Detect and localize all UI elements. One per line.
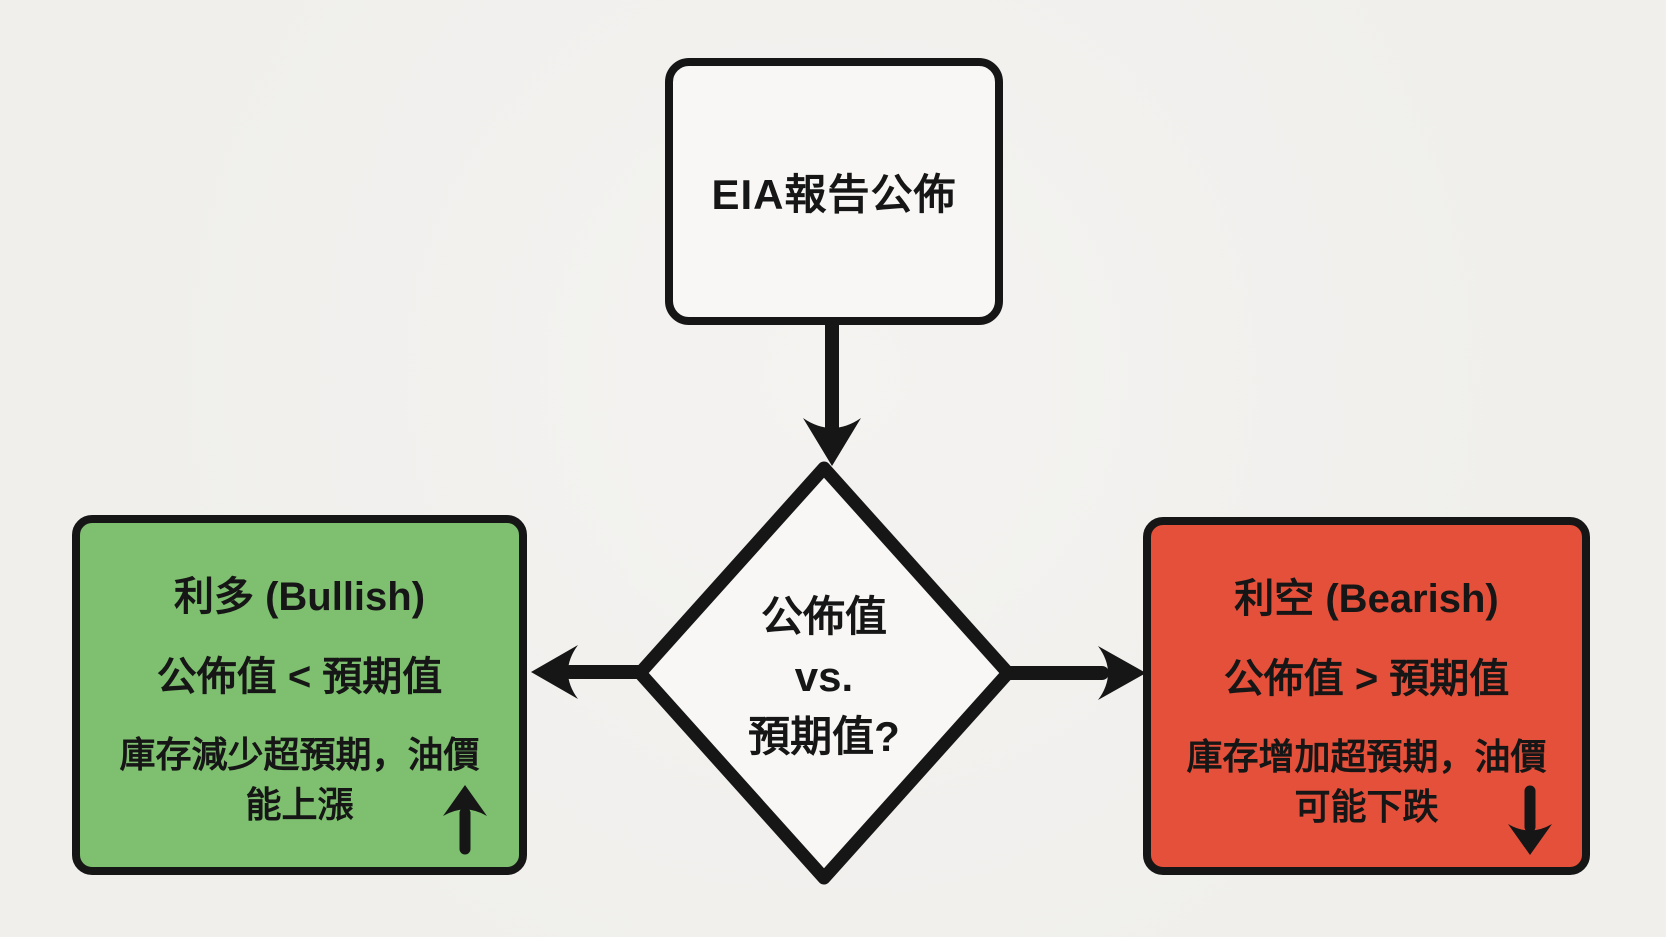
bullish-title: 利多 (Bullish): [173, 575, 426, 619]
bullish-condition: 公佈值 < 預期值: [156, 655, 443, 699]
left-arrow-connector: [531, 645, 649, 699]
bearish-description: 庫存增加超預期，油價 可能下跌: [1151, 732, 1582, 832]
bullish-description-line-1: 庫存減少超預期，油價: [119, 734, 480, 775]
decision-node-label: 公佈值 vs. 預期值?: [624, 587, 1024, 767]
right-arrow-connector: [999, 646, 1146, 700]
decision-line-3: 預期值?: [748, 713, 900, 760]
bullish-node: 利多 (Bullish) 公佈值 < 預期值 庫存減少超預期，油價 能上漲: [72, 515, 527, 875]
bearish-description-line-1: 庫存增加超預期，油價: [1186, 736, 1547, 777]
down-arrow-icon: [1508, 785, 1552, 855]
bearish-condition: 公佈值 > 預期值: [1223, 657, 1510, 701]
bearish-title: 利空 (Bearish): [1234, 577, 1499, 621]
up-arrow-icon: [443, 785, 487, 855]
start-node-label: EIA報告公佈: [711, 171, 957, 218]
decision-line-2: vs.: [794, 653, 854, 700]
start-node: EIA報告公佈: [665, 58, 1003, 325]
decision-node-shape: [633, 461, 1015, 885]
bullish-description-line-2: 能上漲: [245, 784, 354, 825]
bearish-node: 利空 (Bearish) 公佈值 > 預期值 庫存增加超預期，油價 可能下跌: [1143, 517, 1590, 875]
decision-line-1: 公佈值: [760, 593, 887, 640]
bearish-description-line-2: 可能下跌: [1294, 786, 1439, 827]
bullish-description: 庫存減少超預期，油價 能上漲: [80, 730, 519, 830]
down-arrow-connector: [803, 311, 861, 466]
